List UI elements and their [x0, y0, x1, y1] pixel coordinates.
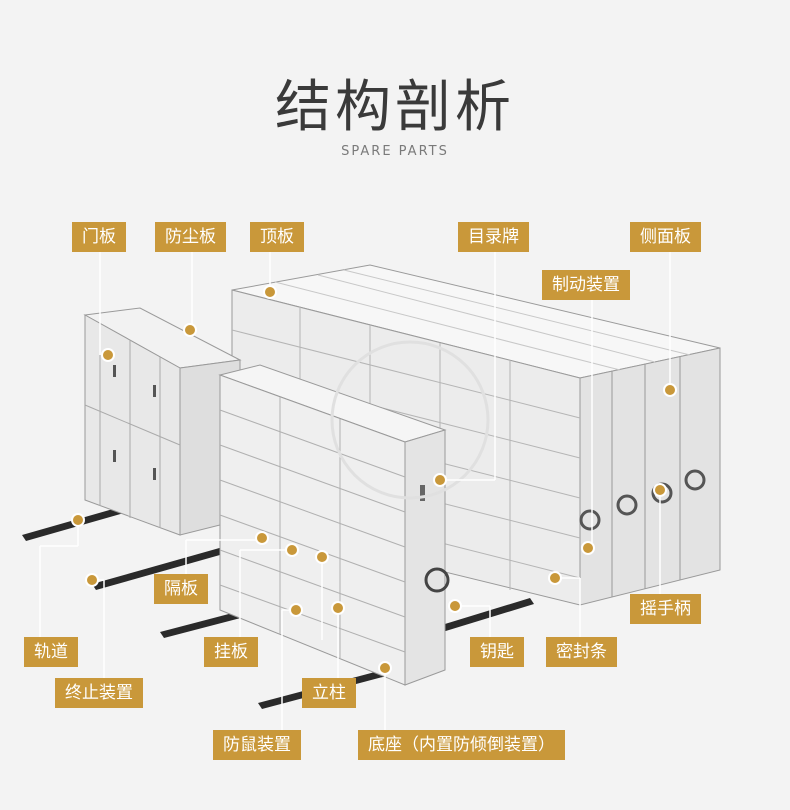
leader-lines — [39, 252, 671, 732]
label-seal-strip: 密封条 — [546, 637, 617, 667]
label-dust-panel: 防尘板 — [155, 222, 226, 252]
label-side-panel: 侧面板 — [630, 222, 701, 252]
label-column: 立柱 — [302, 678, 356, 708]
label-catalog-plate: 目录牌 — [458, 222, 529, 252]
label-partition: 隔板 — [154, 574, 208, 604]
label-hanging-board: 挂板 — [204, 637, 258, 667]
label-hand-crank: 摇手柄 — [630, 594, 701, 624]
door-cabinet — [83, 307, 242, 536]
label-end-stop: 终止装置 — [55, 678, 143, 708]
label-anti-rat: 防鼠装置 — [213, 730, 301, 760]
page-subtitle: SPARE PARTS — [341, 144, 449, 159]
label-base: 底座（内置防倾倒装置） — [358, 730, 565, 760]
label-brake-device: 制动装置 — [542, 270, 630, 300]
indicator-dots — [71, 285, 677, 675]
label-key: 钥匙 — [470, 637, 524, 667]
label-top-panel: 顶板 — [250, 222, 304, 252]
watermark — [330, 340, 490, 500]
page-title: 结构剖析 — [275, 75, 515, 140]
label-rail: 轨道 — [24, 637, 78, 667]
label-door-panel: 门板 — [72, 222, 126, 252]
